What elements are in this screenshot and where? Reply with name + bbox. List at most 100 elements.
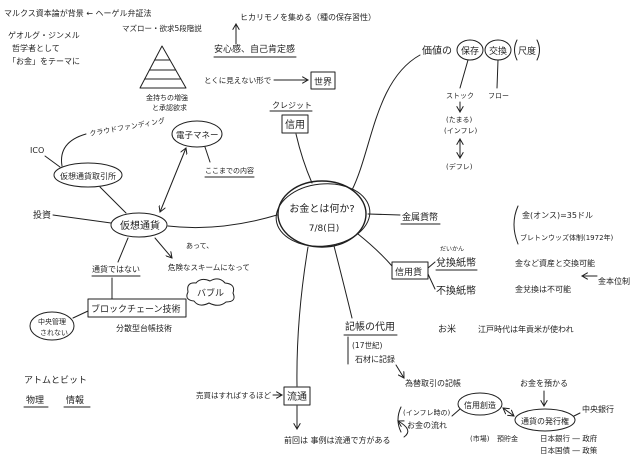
connector-crypto-to-not-currency [117, 237, 129, 263]
value-exchange-label: 交換 [489, 45, 507, 57]
decentral-line-1: 中央管理 [38, 317, 66, 326]
invisible-note: とくに見えない形で [204, 76, 271, 85]
inconvertible-note-label: 不換紙幣 [436, 284, 476, 297]
gold-standard-label: 金本位制 [598, 276, 630, 286]
center-title: お金とは何か? [289, 202, 354, 215]
center-circle-outer-stroke [275, 183, 371, 247]
marx-note: マルクス資本論が背景 ← ヘーゲル弁証法 [4, 8, 152, 18]
crypto-exchange-label: 仮想通貨取引所 [60, 171, 116, 181]
value-measure-label: 尺度 [518, 45, 536, 57]
connector-credit-to-inconvertible [427, 273, 436, 290]
value-store-circle [456, 39, 484, 61]
branch-center-to-credit [295, 133, 313, 184]
bit-information-label: 情報 [66, 394, 84, 406]
value-measure-bracket [514, 39, 540, 61]
bubble-cloud [186, 278, 235, 306]
crypto-circle [110, 212, 168, 238]
connector-exchange-to-flow [496, 59, 499, 89]
arrow-crypto-emoney [160, 148, 186, 212]
decentral-cloud [29, 311, 75, 341]
credit-money-box [391, 261, 429, 280]
gold-ounce-note: 金(オンス)=35ドル [522, 210, 593, 220]
simmel-line-1: ゲオルグ・ジンメル [8, 30, 80, 40]
world-box [310, 71, 336, 90]
deposit-note: お金を預かる [520, 378, 568, 388]
credit-creation-label: 信用創造 [464, 400, 496, 410]
blockchain-box [87, 298, 187, 318]
arrow-creation-to-issuance [503, 408, 514, 416]
connector-store-to-stock [459, 59, 469, 89]
maslow-note-1: 金持ちの増強 [146, 93, 188, 102]
connector-credit-to-convertible [427, 261, 436, 269]
connector-exchange-to-crypto [99, 186, 127, 214]
stock-label: ストック [446, 92, 474, 100]
decentral-line-2: されない [40, 329, 68, 337]
century-note: (17世紀) [352, 340, 382, 350]
ico-label: ICO [30, 146, 44, 155]
flow-note-line-2: お金の流れ [407, 420, 447, 430]
maslow-note-2: と承認欲求 [152, 103, 187, 112]
arrow-stone-to-exchange-record [395, 364, 404, 378]
danger-prefix: あって、 [186, 242, 213, 250]
atom-physical-label: 物理 [26, 394, 44, 406]
ledger-label: 記帳の代用 [345, 320, 395, 333]
credit-money-label: 信用貨 [395, 266, 422, 278]
connector-ico-to-exchange [44, 155, 61, 168]
inconvertible-description: 金兌換は不可能 [515, 284, 571, 294]
branch-center-to-metal-money [367, 213, 401, 216]
center-node: お金とは何か? 7/8(日) [275, 180, 371, 248]
blockchain-label: ブロックチェーン技術 [91, 303, 181, 315]
connector-flow-to-creation [451, 408, 461, 417]
arrow-crypto-to-danger [154, 237, 172, 258]
savings-label: 預貯金 [497, 434, 518, 443]
branch-center-to-value [351, 54, 421, 191]
investment-label: 投資 [33, 209, 51, 221]
bond-note: 日本国債 ― 政策 [540, 445, 598, 455]
previous-note: 前回は 事例は流通で方がある [284, 435, 391, 445]
emoney-note: ここまでの内容 [205, 166, 254, 175]
emoney-circle [171, 120, 223, 148]
shinyo-box [281, 114, 309, 134]
market-label: (市場) [470, 434, 490, 443]
crypto-exchange-outline [53, 162, 123, 188]
central-bank-label: 中央銀行 [582, 404, 614, 414]
credit-creation-circle [457, 392, 503, 416]
pyramid-outline [139, 45, 187, 89]
not-currency-label: 通貨ではない [92, 264, 140, 274]
bretton-woods-note: ブレトンウッズ体制(1972年) [520, 233, 614, 242]
arrow-previous-to-flow [398, 421, 409, 438]
flow-note-bracket [397, 406, 402, 433]
flow-note-line-1: (インフレ時の) [403, 409, 451, 417]
branch-center-to-ledger [333, 245, 353, 319]
crowdfunding-label: クラウドファンディング [89, 116, 166, 138]
branch-center-to-circulation [296, 246, 309, 387]
convertible-note-label: 兌換紙幣 [436, 256, 476, 269]
exchange-record-note: 為替取引の記帳 [405, 378, 461, 388]
convertible-description: 金など資産と交換可能 [515, 258, 595, 268]
rice-label: お米 [438, 323, 456, 335]
center-date: 7/8(日) [309, 223, 340, 234]
credit-label: クレジット [272, 101, 312, 110]
branch-center-to-crypto [167, 214, 278, 229]
center-circle [277, 180, 367, 248]
stone-record-note: 石材に記録 [355, 354, 395, 364]
value-label: 価値の [422, 44, 452, 57]
anshin-note: 安心感、自己肯定感 [214, 43, 295, 55]
connector-exchange-to-crowdfunding [61, 133, 87, 167]
boj-note: 日本銀行 ― 政府 [540, 433, 598, 443]
branch-center-to-credit-money [357, 233, 393, 267]
value-store-label: 保存 [461, 45, 479, 57]
dakan-reading: だいかん [440, 246, 464, 253]
metal-money-label: 金属貨幣 [402, 211, 438, 223]
simmel-line-3: 「お金」をテーマに [8, 56, 80, 66]
crypto-label: 仮想通貨 [120, 219, 160, 232]
simmel-line-2: 哲学者として [12, 43, 60, 53]
deflation-label: (デフレ) [446, 162, 473, 171]
emoney-label: 電子マネー [176, 131, 219, 141]
maslow-title: マズロー・欲求5段階説 [122, 23, 202, 33]
atom-bit-title: アトムとビット [24, 375, 87, 386]
metal-money-bracket [513, 205, 519, 245]
connector-issuance-to-central-bank [573, 412, 581, 417]
bubble-label: バブル [197, 287, 224, 299]
